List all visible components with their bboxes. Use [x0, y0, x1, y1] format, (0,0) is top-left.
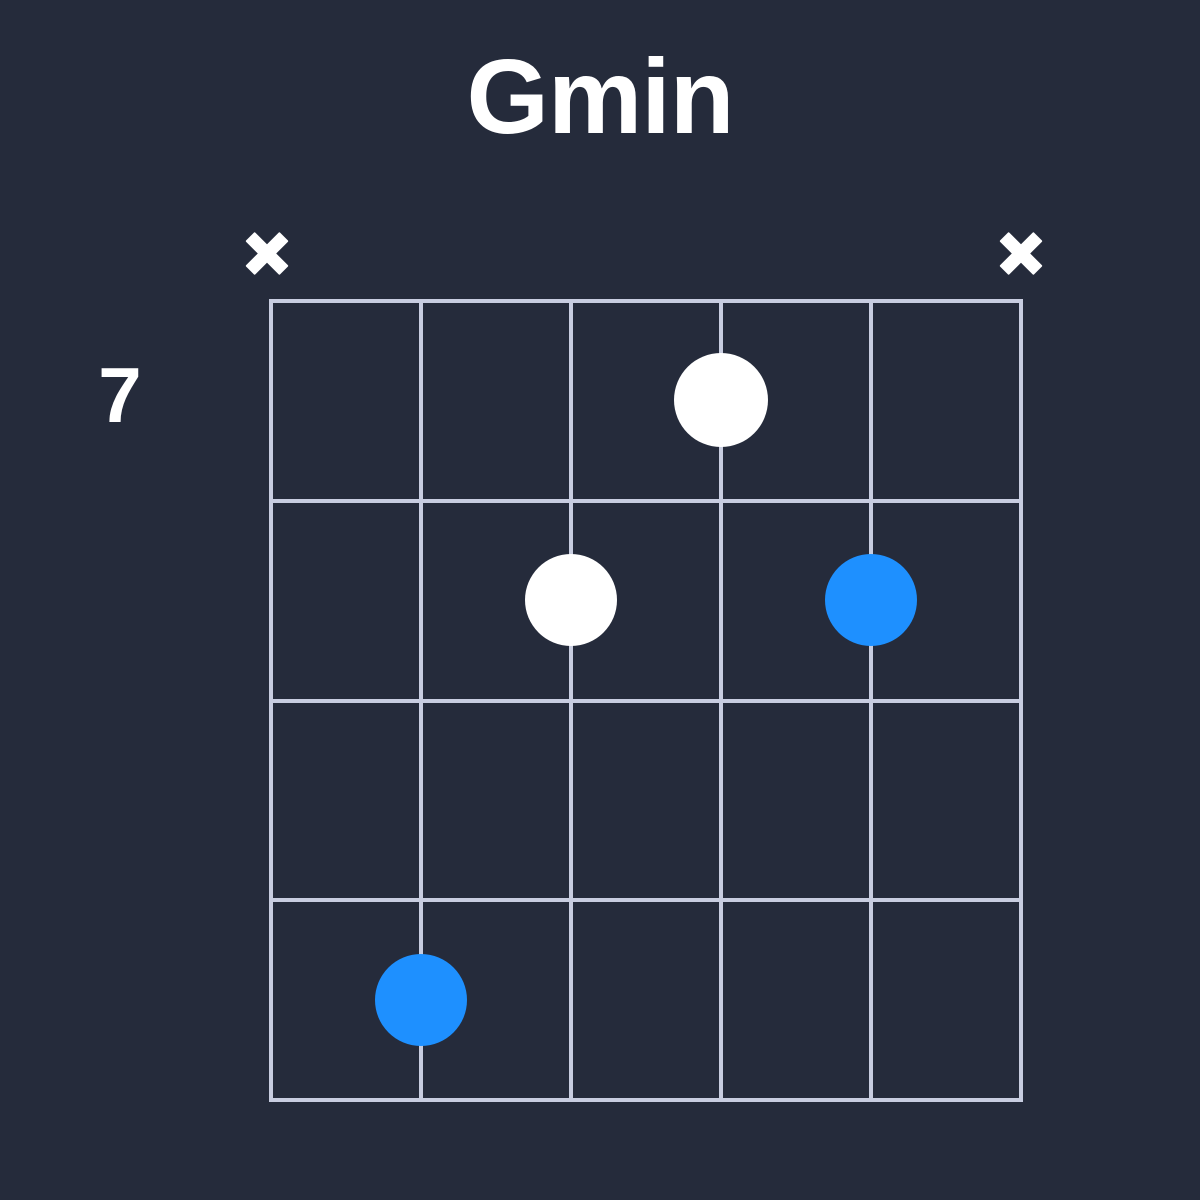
dot-string-5-fret-2 [825, 554, 917, 646]
mute-x-icon-string-1 [244, 230, 290, 276]
fret-line-1 [269, 498, 1023, 503]
chord-name-title: Gmin [466, 38, 735, 156]
dot-string-2-fret-4 [375, 954, 467, 1046]
dot-string-4-fret-1 [674, 353, 768, 447]
fret-line-4 [269, 1098, 1023, 1102]
base-fret-label: 7 [98, 351, 142, 439]
fret-line-3 [269, 898, 1023, 903]
mute-x-icon-string-6 [998, 230, 1044, 276]
fret-line-2 [269, 698, 1023, 703]
fret-line-0 [269, 299, 1023, 303]
dot-string-3-fret-2 [525, 554, 617, 646]
